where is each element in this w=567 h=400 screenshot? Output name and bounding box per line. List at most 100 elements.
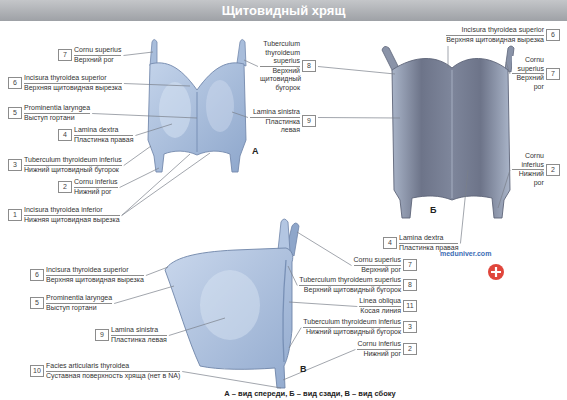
view-letter: В xyxy=(300,364,307,374)
latin-term: Prominentia laryngea xyxy=(24,104,90,114)
russian-term: Пластинка левая xyxy=(250,118,300,135)
callout-number: 9 xyxy=(95,329,109,341)
russian-term: Нижний рог xyxy=(74,188,118,197)
leader-line xyxy=(122,153,210,216)
leader-line xyxy=(244,60,258,67)
site-logo xyxy=(488,264,504,280)
title-band: Щитовидный хрящ xyxy=(0,0,567,21)
callout: 2Cornu inferiusНижний рог xyxy=(512,152,560,187)
latin-term: Cornu superius xyxy=(354,256,401,266)
russian-term: Выступ гортани xyxy=(46,304,112,313)
latin-term: Cornu inferius xyxy=(74,178,118,188)
callout: 7Cornu superiusВерхний рог xyxy=(58,46,121,64)
russian-term: Суставная поверхность хряща (нет в NA) xyxy=(46,372,180,381)
callout: 4Lamina dextraПластинка правая xyxy=(383,234,458,252)
callout-number: 4 xyxy=(58,129,72,141)
figure-caption: А – вид спереди, Б – вид сзади, В – вид … xyxy=(120,389,500,398)
callout-number: 2 xyxy=(403,343,417,355)
callout-number: 6 xyxy=(546,29,560,41)
callout: 3Tuberculum thyroideum inferiusНижний щи… xyxy=(8,156,122,174)
superior-horn xyxy=(278,219,290,252)
callout-text: Prominentia laryngeaВыступ гортани xyxy=(46,294,112,312)
leader-line xyxy=(123,52,153,56)
callout-text: Lamina sinistraПластинка левая xyxy=(111,326,167,344)
russian-term: Пластинка левая xyxy=(111,336,167,345)
latin-term: Tuberculum thyroideum superius xyxy=(260,40,300,67)
leader-line xyxy=(232,112,248,118)
callout-text: Lamina sinistraПластинка левая xyxy=(250,108,300,135)
callout-text: Cornu inferiusНижний рог xyxy=(512,152,544,187)
callout-text: Incisura thyroidea superiorВерхняя щитов… xyxy=(446,26,544,44)
callout: 7Cornu superiusВерхний рог xyxy=(512,56,560,91)
leader-line xyxy=(120,168,159,188)
leader-line xyxy=(114,286,174,304)
callout-text: Lamina dextraПластинка правая xyxy=(74,126,133,144)
lamina-highlight xyxy=(159,82,191,138)
latin-term: Tuberculum thyroideum superius xyxy=(299,276,401,286)
leader-line xyxy=(506,62,510,74)
callout-number: 1 xyxy=(8,209,22,221)
leader-line xyxy=(318,117,400,119)
latin-term: Prominentia laryngea xyxy=(46,294,112,304)
russian-term: Нижняя щитовидная вырезка xyxy=(24,216,120,225)
latin-term: Lamina sinistra xyxy=(111,326,167,336)
latin-term: Cornu superius xyxy=(74,46,121,56)
latin-term: Tuberculum thyroideum inferius xyxy=(303,318,401,328)
callout-text: Lamina dextraПластинка правая xyxy=(399,234,458,252)
callout: 6Incisura thyroidea superiorВерхняя щито… xyxy=(30,266,144,284)
leader-line xyxy=(124,84,190,87)
latin-term: Incisura thyroidea inferior xyxy=(24,206,120,216)
callout-text: Prominentia laryngeaВыступ гортани xyxy=(24,104,90,122)
midline-ridge xyxy=(451,70,452,198)
callout-number: 8 xyxy=(302,60,316,72)
callout-text: Incisura thyroidea superiorВерхняя щитов… xyxy=(24,74,122,92)
diagram-title: Щитовидный хрящ xyxy=(0,0,567,21)
latin-term: Linea obliqua xyxy=(359,297,401,307)
leader-line xyxy=(448,46,449,68)
callout: 7Cornu superiusВерхний рог xyxy=(354,256,417,274)
thyroid-cartilage-back xyxy=(392,58,510,218)
callout-text: Linea obliquaКосая линия xyxy=(359,297,401,315)
callout-number: 6 xyxy=(8,77,22,89)
latin-term: Incisura thyroidea superior xyxy=(24,74,122,84)
callout-number: 5 xyxy=(8,107,22,119)
leader-line xyxy=(288,266,297,286)
russian-term: Верхний щитовидный бугорок xyxy=(299,286,401,295)
callout-number: 10 xyxy=(30,365,44,377)
russian-term: Верхняя щитовидная вырезка xyxy=(24,84,122,93)
callout-number: 7 xyxy=(546,68,560,80)
latin-term: Tuberculum thyroideum inferius xyxy=(24,156,122,166)
leader-line xyxy=(182,372,281,389)
callout: 3Tuberculum thyroideum inferiusНижний щи… xyxy=(303,318,417,336)
leader-line xyxy=(135,124,172,136)
callout-text: Incisura thyroidea inferiorНижняя щитови… xyxy=(24,206,120,224)
callout-number: 3 xyxy=(8,159,22,171)
latin-term: Facies articularis thyroidea xyxy=(46,362,180,372)
callout-number: 11 xyxy=(403,300,417,312)
lamina-highlight xyxy=(206,80,234,132)
latin-term: Cornu inferius xyxy=(512,152,544,170)
latin-term: Cornu inferius xyxy=(357,340,401,350)
callout: 9Lamina sinistraПластинка левая xyxy=(95,326,167,344)
callout-text: Tuberculum thyroideum inferiusНижний щит… xyxy=(24,156,122,174)
leader-line xyxy=(297,232,352,266)
callout-number: 2 xyxy=(58,181,72,193)
callout-text: Tuberculum thyroideum inferiusНижний щит… xyxy=(303,318,401,336)
prominence-ridge xyxy=(196,92,197,152)
callout-text: Tuberculum thyroideum superiusВерхний щи… xyxy=(299,276,401,294)
leader-line xyxy=(283,350,355,381)
russian-term: Верхний рог xyxy=(512,74,544,91)
callout: 1Incisura thyroidea inferiorНижняя щитов… xyxy=(8,206,120,224)
oblique-line xyxy=(283,260,286,362)
callout: 10Facies articularis thyroideaСуставная … xyxy=(30,362,180,380)
callout-number: 3 xyxy=(403,321,417,333)
leader-line xyxy=(122,154,190,216)
leader-line xyxy=(124,146,151,166)
latin-term: Incisura thyroidea superior xyxy=(446,26,544,36)
latin-term: Lamina dextra xyxy=(399,234,458,244)
view-letter: А xyxy=(252,146,259,156)
callout-number: 5 xyxy=(30,297,44,309)
russian-term: Нижний щитовидный бугорок xyxy=(303,328,401,337)
callout-text: Tuberculum thyroideum superiusВерхний щи… xyxy=(260,40,300,92)
